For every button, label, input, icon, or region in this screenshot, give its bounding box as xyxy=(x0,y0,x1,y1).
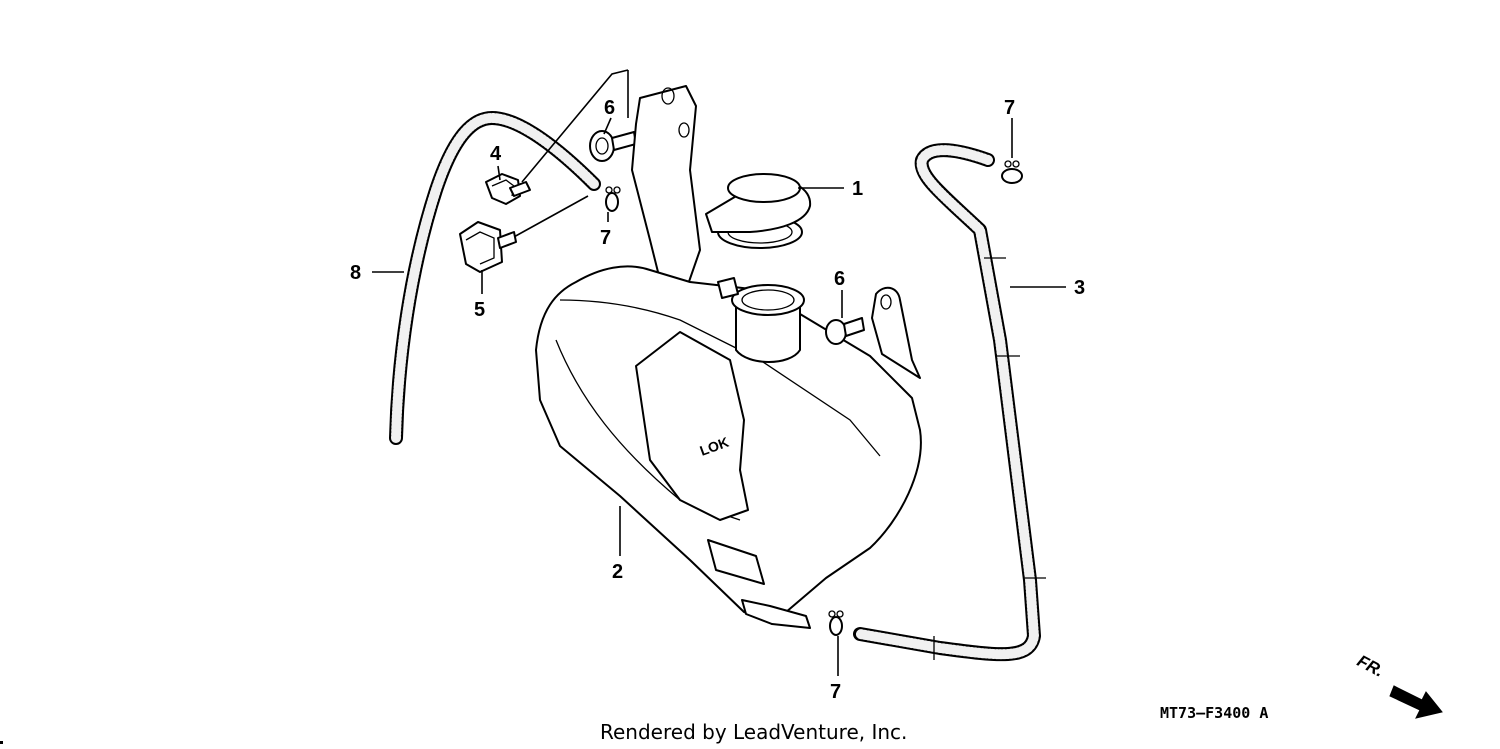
hose-8 xyxy=(389,111,601,445)
callout-5: 5 xyxy=(474,299,485,321)
callout-8: 8 xyxy=(350,262,361,284)
render-credit: Rendered by LeadVenture, Inc. xyxy=(600,720,907,744)
diagram-part-code: MT73—F3400 A xyxy=(1160,704,1268,722)
clip-4 xyxy=(485,173,531,205)
edge-mark xyxy=(0,741,3,744)
callout-6-upper: 6 xyxy=(604,97,615,119)
bracket-lines xyxy=(511,69,629,239)
leader-lines xyxy=(372,117,1066,676)
callout-1: 1 xyxy=(852,178,863,200)
bolt-6-upper xyxy=(589,130,637,162)
callout-7-left: 7 xyxy=(600,227,611,249)
clamp-7-bottom xyxy=(828,610,844,636)
clamp-7-right xyxy=(1001,160,1023,184)
hose-3 xyxy=(853,143,1046,662)
bolt-6-lower xyxy=(825,317,865,345)
callout-4: 4 xyxy=(490,143,502,165)
callout-3: 3 xyxy=(1074,277,1085,299)
reservoir-tank-2: LOK xyxy=(535,85,922,629)
callout-7-right: 7 xyxy=(1004,97,1015,119)
front-direction-indicator: FR. xyxy=(1354,651,1443,719)
clamp-7-left xyxy=(605,186,621,212)
reservoir-cap-1 xyxy=(705,173,812,249)
callout-7-bottom: 7 xyxy=(830,681,841,703)
callout-2: 2 xyxy=(612,561,623,583)
front-label: FR. xyxy=(1354,651,1387,681)
front-arrow-icon xyxy=(1389,685,1443,719)
callout-6-lower: 6 xyxy=(834,268,845,290)
clip-5 xyxy=(459,221,517,273)
